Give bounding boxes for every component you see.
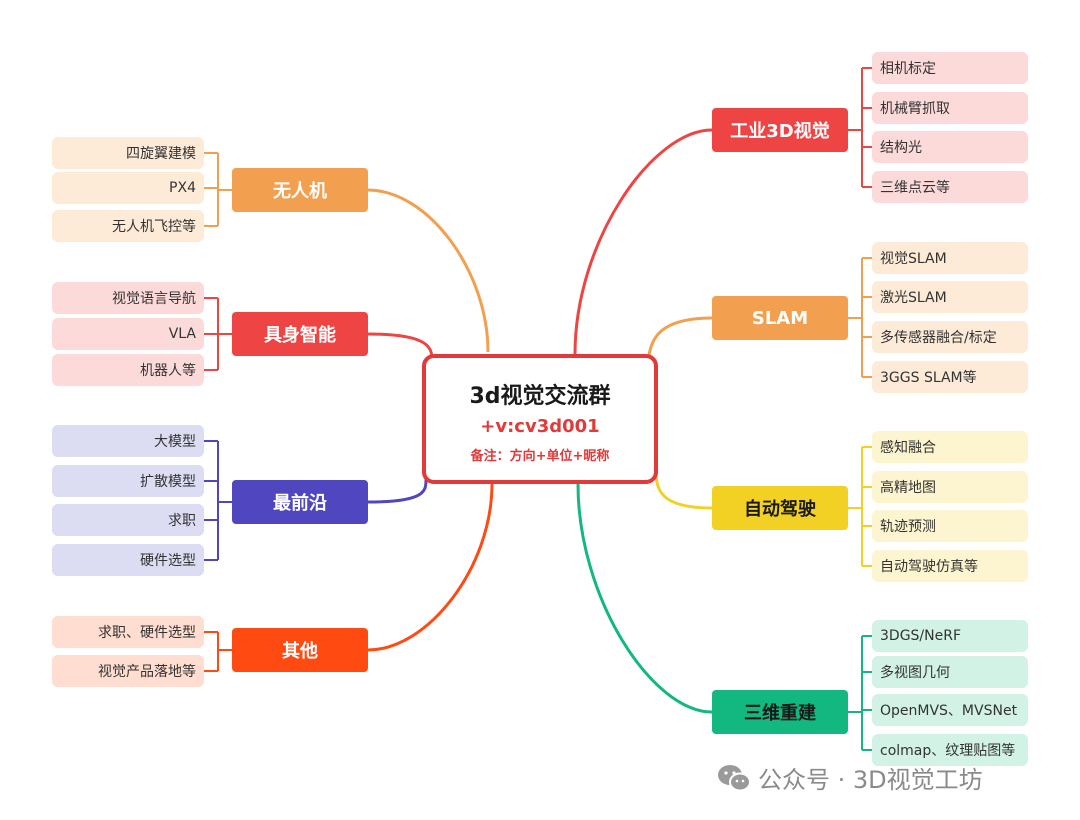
central-note: 备注：方向+单位+昵称 [470, 449, 610, 464]
leaf-industrial-0: 相机标定 [872, 52, 1028, 84]
branch-uav: 无人机 [232, 168, 368, 212]
wechat-icon [716, 763, 752, 793]
connector-embodied [367, 332, 434, 361]
watermark: 公众号 · 3D视觉工坊 [716, 760, 983, 795]
leaf-slam-2: 多传感器融合/标定 [872, 321, 1028, 353]
leaf-frontier-0: 大模型 [52, 425, 204, 457]
leaf-uav-2: 无人机飞控等 [52, 210, 204, 242]
leaf-industrial-2: 结构光 [872, 131, 1028, 163]
leaf-frontier-1: 扩散模型 [52, 465, 204, 497]
leaf-industrial-1: 机械臂抓取 [872, 92, 1028, 124]
connector-industrial [573, 128, 713, 355]
leaf-recon-3: colmap、纹理贴图等 [872, 734, 1028, 766]
leaf-slam-0: 视觉SLAM [872, 242, 1028, 274]
branch-industrial: 工业3D视觉 [712, 108, 848, 152]
leaf-other-0: 求职、硬件选型 [52, 616, 204, 648]
leaf-uav-0: 四旋翼建模 [52, 137, 204, 169]
leaf-embodied-1: VLA [52, 318, 204, 350]
leaf-recon-1: 多视图几何 [872, 656, 1028, 688]
leaf-embodied-0: 视觉语言导航 [52, 282, 204, 314]
connector-recon [576, 483, 713, 714]
connector-driving [654, 459, 713, 510]
branch-slam: SLAM [712, 296, 848, 340]
central-topic: 3d视觉交流群 +v:cv3d001 备注：方向+单位+昵称 [422, 354, 658, 484]
branch-frontier: 最前沿 [232, 480, 368, 524]
leaf-frontier-3: 硬件选型 [52, 544, 204, 576]
leaf-driving-2: 轨迹预测 [872, 510, 1028, 542]
branch-driving: 自动驾驶 [712, 486, 848, 530]
central-title: 3d视觉交流群 [469, 384, 611, 409]
leaf-driving-0: 感知融合 [872, 431, 1028, 463]
leaf-embodied-2: 机器人等 [52, 354, 204, 386]
leaf-uav-1: PX4 [52, 172, 204, 204]
connector-uav [367, 188, 490, 353]
watermark-text: 公众号 · 3D视觉工坊 [758, 766, 983, 794]
leaf-industrial-3: 三维点云等 [872, 171, 1028, 203]
connector-other [367, 483, 494, 652]
branch-recon: 三维重建 [712, 690, 848, 734]
leaf-driving-1: 高精地图 [872, 471, 1028, 503]
leaf-recon-0: 3DGS/NeRF [872, 620, 1028, 652]
branch-embodied: 具身智能 [232, 312, 368, 356]
leaf-other-1: 视觉产品落地等 [52, 655, 204, 687]
central-contact: +v:cv3d001 [480, 416, 600, 437]
leaf-recon-2: OpenMVS、MVSNet [872, 694, 1028, 726]
leaf-slam-3: 3GGS SLAM等 [872, 361, 1028, 393]
branch-other: 其他 [232, 628, 368, 672]
leaf-frontier-2: 求职 [52, 504, 204, 536]
leaf-slam-1: 激光SLAM [872, 281, 1028, 313]
leaf-driving-3: 自动驾驶仿真等 [872, 550, 1028, 582]
connector-frontier [367, 477, 428, 504]
